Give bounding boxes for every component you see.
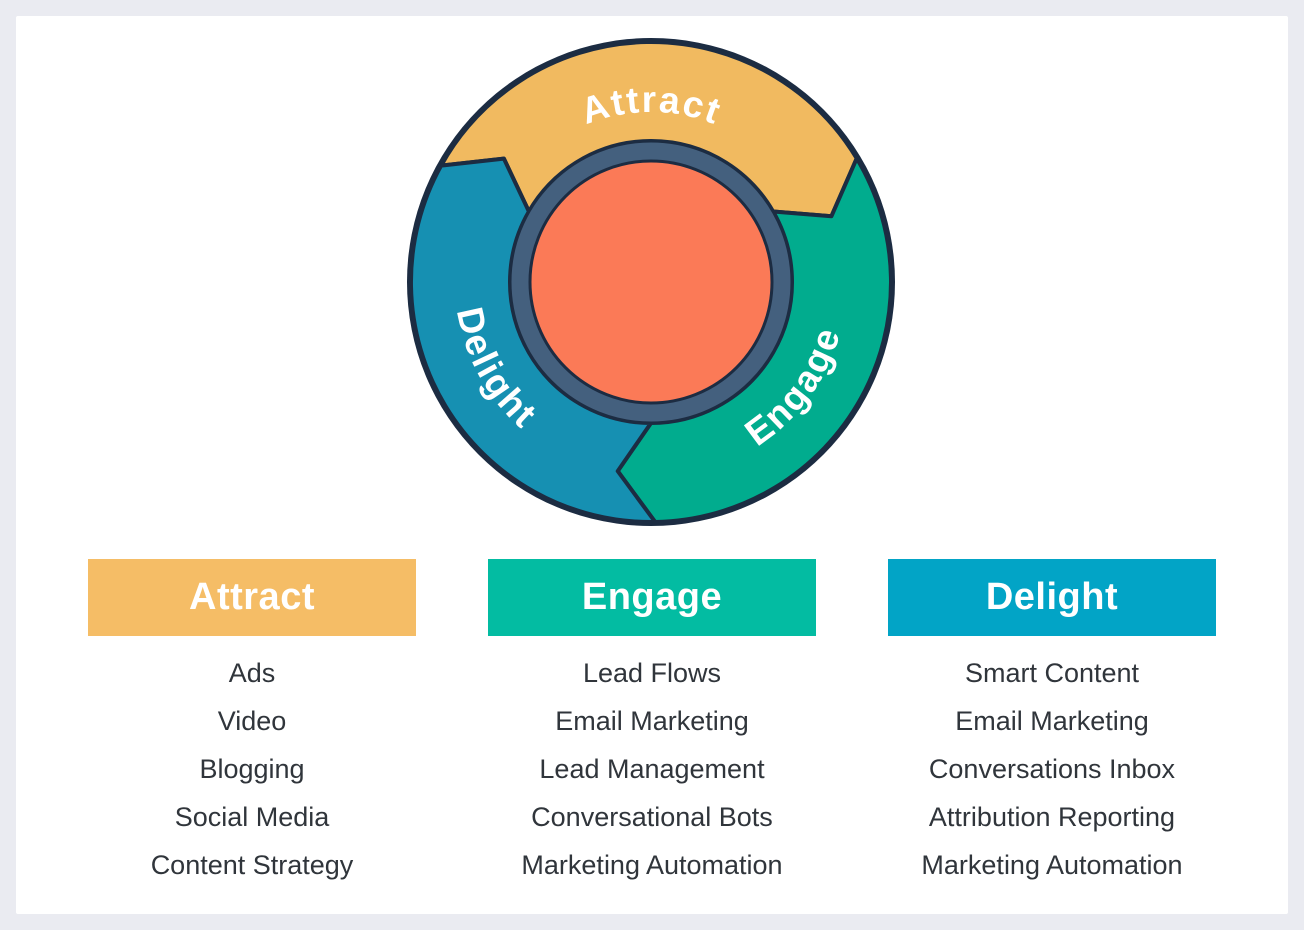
column-delight-header: Delight xyxy=(888,559,1216,636)
column-engage-header: Engage xyxy=(488,559,816,636)
column-attract-items: Ads Video Blogging Social Media Content … xyxy=(88,649,416,889)
list-item: Smart Content xyxy=(964,658,1140,688)
content-card: Attract Engage Delight Attract Ads Video… xyxy=(16,16,1288,914)
list-item: Blogging xyxy=(199,754,305,784)
column-engage-items: Lead Flows Email Marketing Lead Manageme… xyxy=(488,649,816,889)
flywheel-hub xyxy=(528,159,774,405)
column-attract: Attract Ads Video Blogging Social Media … xyxy=(88,559,416,889)
list-item: Email Marketing xyxy=(555,706,749,736)
list-item: Content Strategy xyxy=(150,850,354,880)
list-item: Marketing Automation xyxy=(521,850,783,880)
column-delight-items: Smart Content Email Marketing Conversati… xyxy=(888,649,1216,889)
column-delight: Delight Smart Content Email Marketing Co… xyxy=(888,559,1216,889)
list-item: Ads xyxy=(228,658,276,688)
stage-columns: Attract Ads Video Blogging Social Media … xyxy=(88,559,1216,889)
list-item: Video xyxy=(217,706,287,736)
list-item: Email Marketing xyxy=(955,706,1149,736)
list-item: Marketing Automation xyxy=(921,850,1183,880)
list-item: Lead Management xyxy=(539,754,765,784)
list-item: Attribution Reporting xyxy=(928,802,1176,832)
flywheel-diagram: Attract Engage Delight xyxy=(401,32,901,532)
column-engage: Engage Lead Flows Email Marketing Lead M… xyxy=(488,559,816,889)
list-item: Social Media xyxy=(174,802,330,832)
flywheel-svg: Attract Engage Delight xyxy=(407,38,895,526)
list-item: Lead Flows xyxy=(582,658,722,688)
column-attract-header: Attract xyxy=(88,559,416,636)
list-item: Conversations Inbox xyxy=(928,754,1176,784)
list-item: Conversational Bots xyxy=(531,802,773,832)
